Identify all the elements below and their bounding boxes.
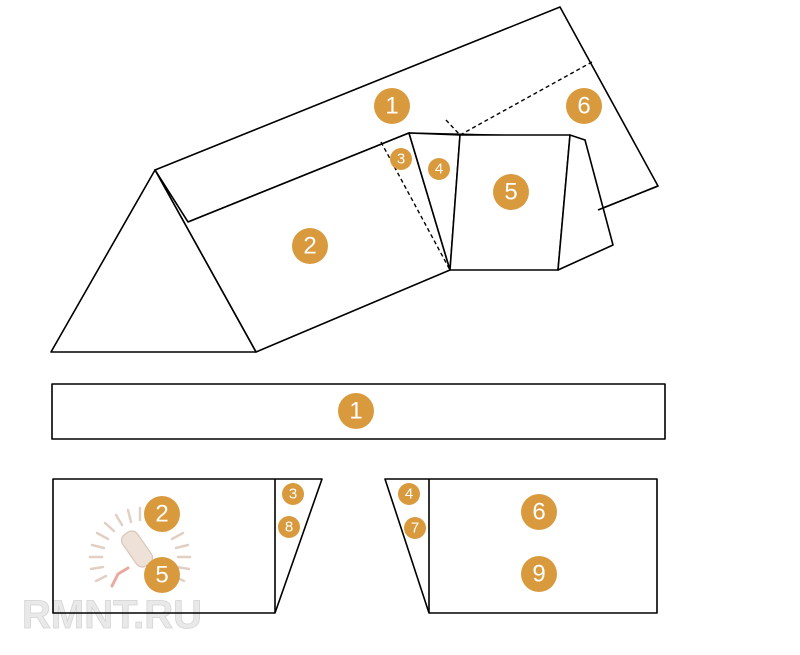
badge-left-5: 5 <box>144 557 180 593</box>
badge-circle <box>521 556 557 592</box>
badge-label: 4 <box>405 486 413 503</box>
badge-label: 6 <box>577 93 590 120</box>
badge-right-9: 9 <box>521 556 557 592</box>
badge-left-2: 2 <box>144 496 180 532</box>
badge-circle <box>374 88 410 124</box>
watermark-logo: RMNT.RU <box>22 506 202 637</box>
back-panel-edge <box>597 185 659 211</box>
badge-circle <box>278 516 300 538</box>
badge-label: 3 <box>397 151 405 168</box>
badge-strip-1: 1 <box>338 393 374 429</box>
assembled-prism <box>50 6 659 353</box>
badge-circle <box>398 483 420 505</box>
badge-circle <box>282 483 304 505</box>
badge-right-6: 6 <box>521 494 557 530</box>
roof-fold-line-mid <box>445 119 461 136</box>
badge-assembled-5: 5 <box>493 174 529 210</box>
badge-label: 7 <box>411 520 419 537</box>
badge-circle <box>521 494 557 530</box>
badge-assembled-1: 1 <box>374 88 410 124</box>
badge-label: 8 <box>285 519 293 536</box>
badge-label: 5 <box>155 562 168 589</box>
dormer-side <box>557 134 614 271</box>
badge-left-3: 3 <box>282 483 304 505</box>
badge-label: 5 <box>504 179 517 206</box>
badge-circle <box>292 228 328 264</box>
badge-circle <box>493 174 529 210</box>
badge-label: 6 <box>532 499 545 526</box>
badge-label: 9 <box>532 561 545 588</box>
watermark-text: RMNT.RU <box>22 593 202 637</box>
badge-circle <box>144 557 180 593</box>
badge-assembled-4: 4 <box>428 158 450 180</box>
badge-label: 4 <box>435 161 443 178</box>
right-piece-outline <box>384 478 658 614</box>
badge-circle <box>144 496 180 532</box>
badge-label: 2 <box>303 233 316 260</box>
badge-circle <box>338 393 374 429</box>
badge-label: 3 <box>289 486 297 503</box>
badge-circle <box>428 158 450 180</box>
triangular-end <box>50 169 257 353</box>
badge-assembled-3: 3 <box>390 148 412 170</box>
badge-assembled-6: 6 <box>566 88 602 124</box>
badge-label: 1 <box>385 93 398 120</box>
badge-right-4: 4 <box>398 483 420 505</box>
watermark-roller-icon <box>110 530 154 588</box>
badge-assembled-2: 2 <box>292 228 328 264</box>
badge-label: 2 <box>155 501 168 528</box>
badge-label: 1 <box>349 398 362 425</box>
badge-right-7: 7 <box>404 517 426 539</box>
badge-left-8: 8 <box>278 516 300 538</box>
badge-circle <box>404 517 426 539</box>
badge-circle <box>390 148 412 170</box>
badge-circle <box>566 88 602 124</box>
